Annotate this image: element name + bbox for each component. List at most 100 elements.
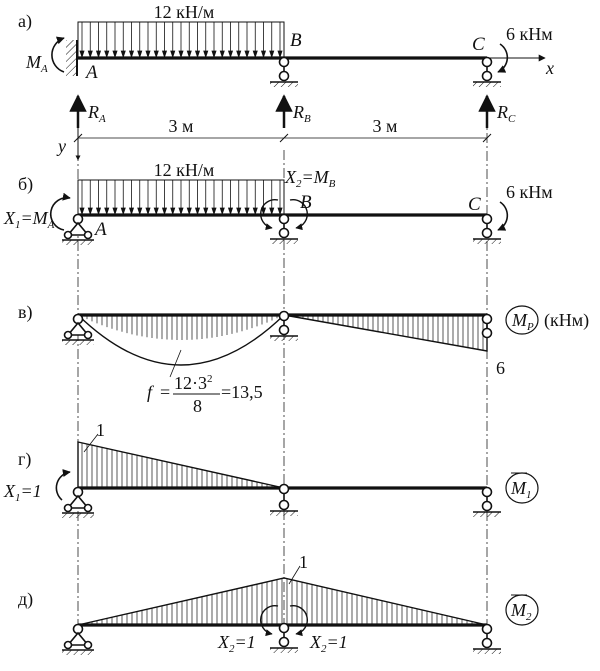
load-arrowhead (252, 50, 258, 59)
load-arrowhead (178, 207, 184, 216)
roller-support-c-b (473, 213, 501, 240)
load-arrowhead (269, 207, 275, 216)
hinge-support-b-c (270, 310, 298, 337)
load-arrowhead (87, 207, 93, 216)
moment-label-b: 6 кНм (506, 182, 553, 202)
moment-c-arrow-a (497, 43, 509, 73)
load-arrowhead (227, 50, 234, 59)
load-arrowhead (194, 207, 201, 216)
load-arrowhead (112, 50, 118, 59)
panel-a-marker: а) (18, 11, 32, 32)
moment-x1-arrow-b (49, 192, 71, 231)
load-arrowhead (153, 50, 159, 59)
moment-label-a: 6 кНм (506, 24, 553, 44)
panel-e-marker: д) (18, 589, 33, 610)
peak-value-e: 1 (299, 552, 308, 572)
moment-x2-left-arrow-e (260, 604, 279, 637)
fixed-support-a (66, 40, 78, 76)
load-arrowhead (170, 207, 176, 216)
load-arrowhead (170, 50, 176, 59)
load-arrowhead (236, 50, 242, 59)
load-arrowhead (128, 207, 135, 216)
parabola-moment-area (76, 314, 286, 366)
f-leader (169, 349, 182, 378)
load-arrowhead (227, 207, 234, 216)
load-arrowhead (161, 207, 168, 216)
moment-x2-right-arrow-e (289, 604, 308, 637)
load-arrowhead (137, 50, 143, 59)
load-arrowhead (211, 50, 217, 59)
ma-label: MA (25, 52, 48, 75)
node-c-label-b: C (468, 194, 481, 215)
load-arrowhead (95, 50, 102, 59)
y-axis-label: y (56, 136, 66, 156)
load-arrowhead (87, 50, 93, 59)
moment-x2-right-arrow-b (289, 198, 308, 231)
load-arrowhead (236, 207, 242, 216)
f-result: =13,5 (221, 382, 263, 402)
load-arrowhead (211, 207, 217, 216)
load-arrowhead (219, 50, 225, 59)
pin-support-a-b (62, 213, 94, 241)
diagram-label-d: M1 (510, 478, 532, 501)
load-arrowhead (203, 207, 209, 216)
triangle-moment-area-e (77, 577, 488, 626)
load-arrowhead (128, 50, 135, 59)
diagram-label-c: MP (511, 310, 534, 333)
hinge-support-b-b (270, 213, 298, 240)
load-arrowhead (260, 50, 267, 59)
ra-label: RA (87, 102, 106, 125)
load-arrowhead (186, 207, 192, 216)
x2-right-label-e: X2=1 (309, 632, 348, 655)
load-arrowhead (95, 207, 102, 216)
peak-value-d: 1 (96, 420, 105, 440)
node-b-label-a: B (290, 30, 302, 51)
panel-a: а) 12 кН/м x MA A B (18, 2, 554, 161)
load-arrowhead (186, 50, 192, 59)
pin-support-a-d (62, 486, 94, 514)
node-c-label-a: C (472, 34, 485, 55)
roller-support-c-d (473, 486, 501, 513)
x1-label-d: X1=1 (3, 481, 42, 504)
load-arrowhead (120, 50, 126, 59)
triangle-moment-area-c (283, 314, 488, 352)
panel-d: г) 1 X1=1 M (3, 420, 539, 518)
f-eq: = (160, 382, 170, 402)
pin-support-a-e (62, 623, 94, 651)
roller-support-c-c (481, 313, 493, 339)
unit-label-c: (кНм) (544, 310, 589, 331)
node-b-label-b: B (300, 192, 312, 213)
rc-label: RC (496, 102, 516, 125)
x1-label-b: X1=MA (3, 208, 55, 231)
load-arrowhead (145, 50, 151, 59)
load-arrowhead (120, 207, 126, 216)
end-value-c: 6 (496, 358, 505, 378)
load-arrowhead (277, 50, 283, 59)
load-arrowhead (104, 50, 110, 59)
panel-d-marker: г) (18, 449, 31, 470)
span1-label: 3 м (169, 116, 194, 136)
diagram-label-e: M2 (510, 600, 532, 623)
node-a-label-b: A (93, 219, 107, 240)
span2-label: 3 м (373, 116, 398, 136)
load-arrowhead (269, 50, 275, 59)
load-arrowhead (203, 50, 209, 59)
load-arrowhead (244, 207, 250, 216)
moment-x1-arrow-d (55, 469, 71, 501)
f-den: 8 (193, 396, 202, 416)
load-arrowhead (219, 207, 225, 216)
f-label: f (147, 382, 155, 402)
moment-ma-arrow (51, 36, 65, 73)
panel-c: в) 6 MP (кНм (18, 302, 589, 416)
load-arrowhead (252, 207, 258, 216)
f-num: 12·32 (174, 373, 213, 393)
load-arrowhead (112, 207, 118, 216)
load-arrowhead (260, 207, 267, 216)
moment-c-arrow-b (497, 201, 509, 231)
load-arrowhead (104, 207, 110, 216)
load-arrowhead (153, 207, 159, 216)
panel-c-marker: в) (18, 302, 33, 323)
distributed-load-b (77, 179, 285, 216)
x2-left-label-e: X2=1 (217, 632, 256, 655)
